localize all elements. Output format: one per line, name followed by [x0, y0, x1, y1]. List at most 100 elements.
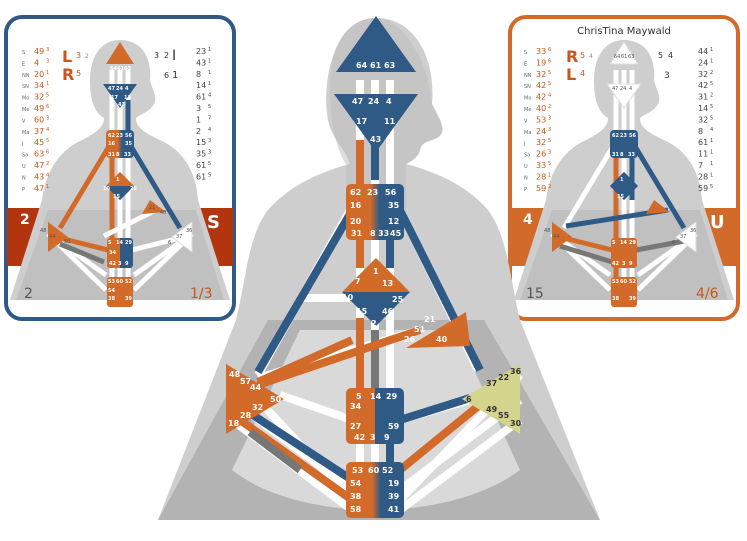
planet-symbol: Mo	[22, 96, 29, 102]
planet-gate: 20	[34, 70, 44, 79]
planet-symbol: E	[524, 61, 527, 67]
left-ego-gate: 21	[149, 205, 155, 211]
planet-line: 5	[46, 138, 49, 144]
planet-symbol: SN	[524, 84, 531, 90]
right-spleen-gate: 44	[553, 234, 559, 240]
right-person-name: ChrisTina Maywald	[577, 26, 671, 37]
right-bottom-right: 4/6	[696, 286, 719, 302]
planet-line: 6	[548, 47, 551, 53]
main-throat-gate: 31	[351, 229, 363, 238]
design-line: 5	[710, 115, 713, 121]
right-top-b: 4	[668, 51, 673, 60]
left-throat-gate: 35	[125, 141, 132, 147]
right-solar-gate: 36	[690, 228, 696, 234]
planet-line: 4	[548, 93, 551, 99]
right-root-gate: 60	[620, 279, 627, 285]
planet-gate: 24	[536, 127, 546, 136]
main-throat-gate: 33	[378, 229, 389, 238]
left-solar-gate: 6	[168, 240, 171, 246]
right-root-gate: 38	[612, 296, 619, 302]
planet-line: 5	[46, 93, 49, 99]
left-letter-r: R	[62, 65, 74, 84]
left-root-gate: 54	[108, 288, 115, 294]
main-solar-gate: 55	[498, 411, 510, 420]
left-throat-gate: 31	[108, 152, 115, 158]
design-gate: 7	[698, 161, 703, 170]
planet-line: 3	[548, 127, 551, 133]
main-throat-gate: 23	[367, 188, 378, 197]
main-root-gate: 39	[388, 492, 400, 501]
main-spleen-gate: 28	[240, 411, 252, 420]
main-spleen-gate: 57	[240, 377, 251, 386]
main-spleen-gate: 50	[270, 395, 282, 404]
planet-gate: 28	[536, 172, 546, 181]
main-head-gate: 63	[384, 61, 395, 70]
main-head-gate: 61	[370, 61, 382, 70]
design-gate: 15	[196, 138, 206, 147]
planet-line: 2	[548, 184, 551, 190]
main-g-gate: 1	[373, 267, 379, 276]
planet-line: 3	[548, 115, 551, 121]
right-throat-gate: 23	[620, 133, 627, 139]
planet-gate: 32	[536, 70, 546, 79]
planet-line: 5	[548, 70, 551, 76]
main-ajna-gate: 11	[384, 117, 396, 126]
planet-gate: 49	[34, 47, 44, 56]
design-line: 2	[710, 93, 713, 99]
right-throat-gate: 56	[629, 133, 636, 139]
design-gate: 1	[196, 115, 201, 124]
left-g-gate: 15	[113, 194, 120, 200]
planet-symbol: SN	[22, 84, 29, 90]
left-ego-gate: 40	[160, 210, 166, 216]
planet-symbol: E	[22, 61, 25, 67]
main-ajna-gate: 43	[370, 135, 381, 144]
design-line: 5	[710, 104, 713, 110]
design-line: 1	[208, 58, 211, 64]
design-gate: 8	[698, 127, 703, 136]
left-badge-right: S	[207, 212, 220, 233]
design-line: 4	[710, 127, 713, 133]
design-line: 7	[208, 115, 211, 121]
right-throat-gate: 31	[612, 152, 619, 158]
design-line: 5	[208, 104, 211, 110]
main-sacral-gate: 42	[354, 433, 365, 442]
design-gate: 14	[698, 104, 708, 113]
planet-symbol: V	[524, 118, 528, 124]
planet-gate: 40	[536, 104, 546, 113]
design-gate: 44	[698, 47, 708, 56]
design-gate: 61	[196, 93, 206, 102]
left-sacral-gate: 14	[116, 240, 123, 246]
left-sacral-gate: 9	[125, 261, 129, 267]
main-g-gate: 46	[382, 307, 394, 316]
right-letter-l: L	[566, 65, 576, 84]
main-solar-gate: 49	[486, 405, 498, 414]
planet-gate: 45	[34, 138, 44, 147]
main-sacral-gate: 9	[384, 433, 390, 442]
right-root-gate: 52	[629, 279, 636, 285]
right-head-gate: 63	[628, 54, 634, 60]
main-ego-gate: 40	[436, 335, 448, 344]
design-line: 1	[710, 138, 713, 144]
left-sacral-gate: 5	[108, 240, 112, 246]
left-letter-l-num: 3	[76, 51, 81, 60]
planet-line: 3	[46, 115, 49, 121]
main-spleen-gate: 18	[228, 419, 240, 428]
design-line: 2	[710, 70, 713, 76]
design-gate: 43	[196, 58, 206, 67]
planet-gate: 47	[34, 184, 44, 193]
main-g-gate: 10	[342, 293, 354, 302]
main-ajna-gate: 24	[368, 97, 380, 106]
right-root-gate: 39	[629, 296, 636, 302]
planet-symbol: P	[22, 187, 25, 193]
planet-gate: 42	[536, 93, 546, 102]
main-ajna-gate: 17	[356, 117, 367, 126]
left-ajna-gate: 17	[111, 95, 118, 101]
design-line: 1	[710, 47, 713, 53]
left-root-gate: 52	[125, 279, 132, 285]
main-throat-gate: 56	[385, 188, 397, 197]
main-spleen-gate: 48	[229, 370, 241, 379]
main-solar-gate: 22	[498, 373, 509, 382]
left-head-gate: 64	[110, 66, 117, 72]
